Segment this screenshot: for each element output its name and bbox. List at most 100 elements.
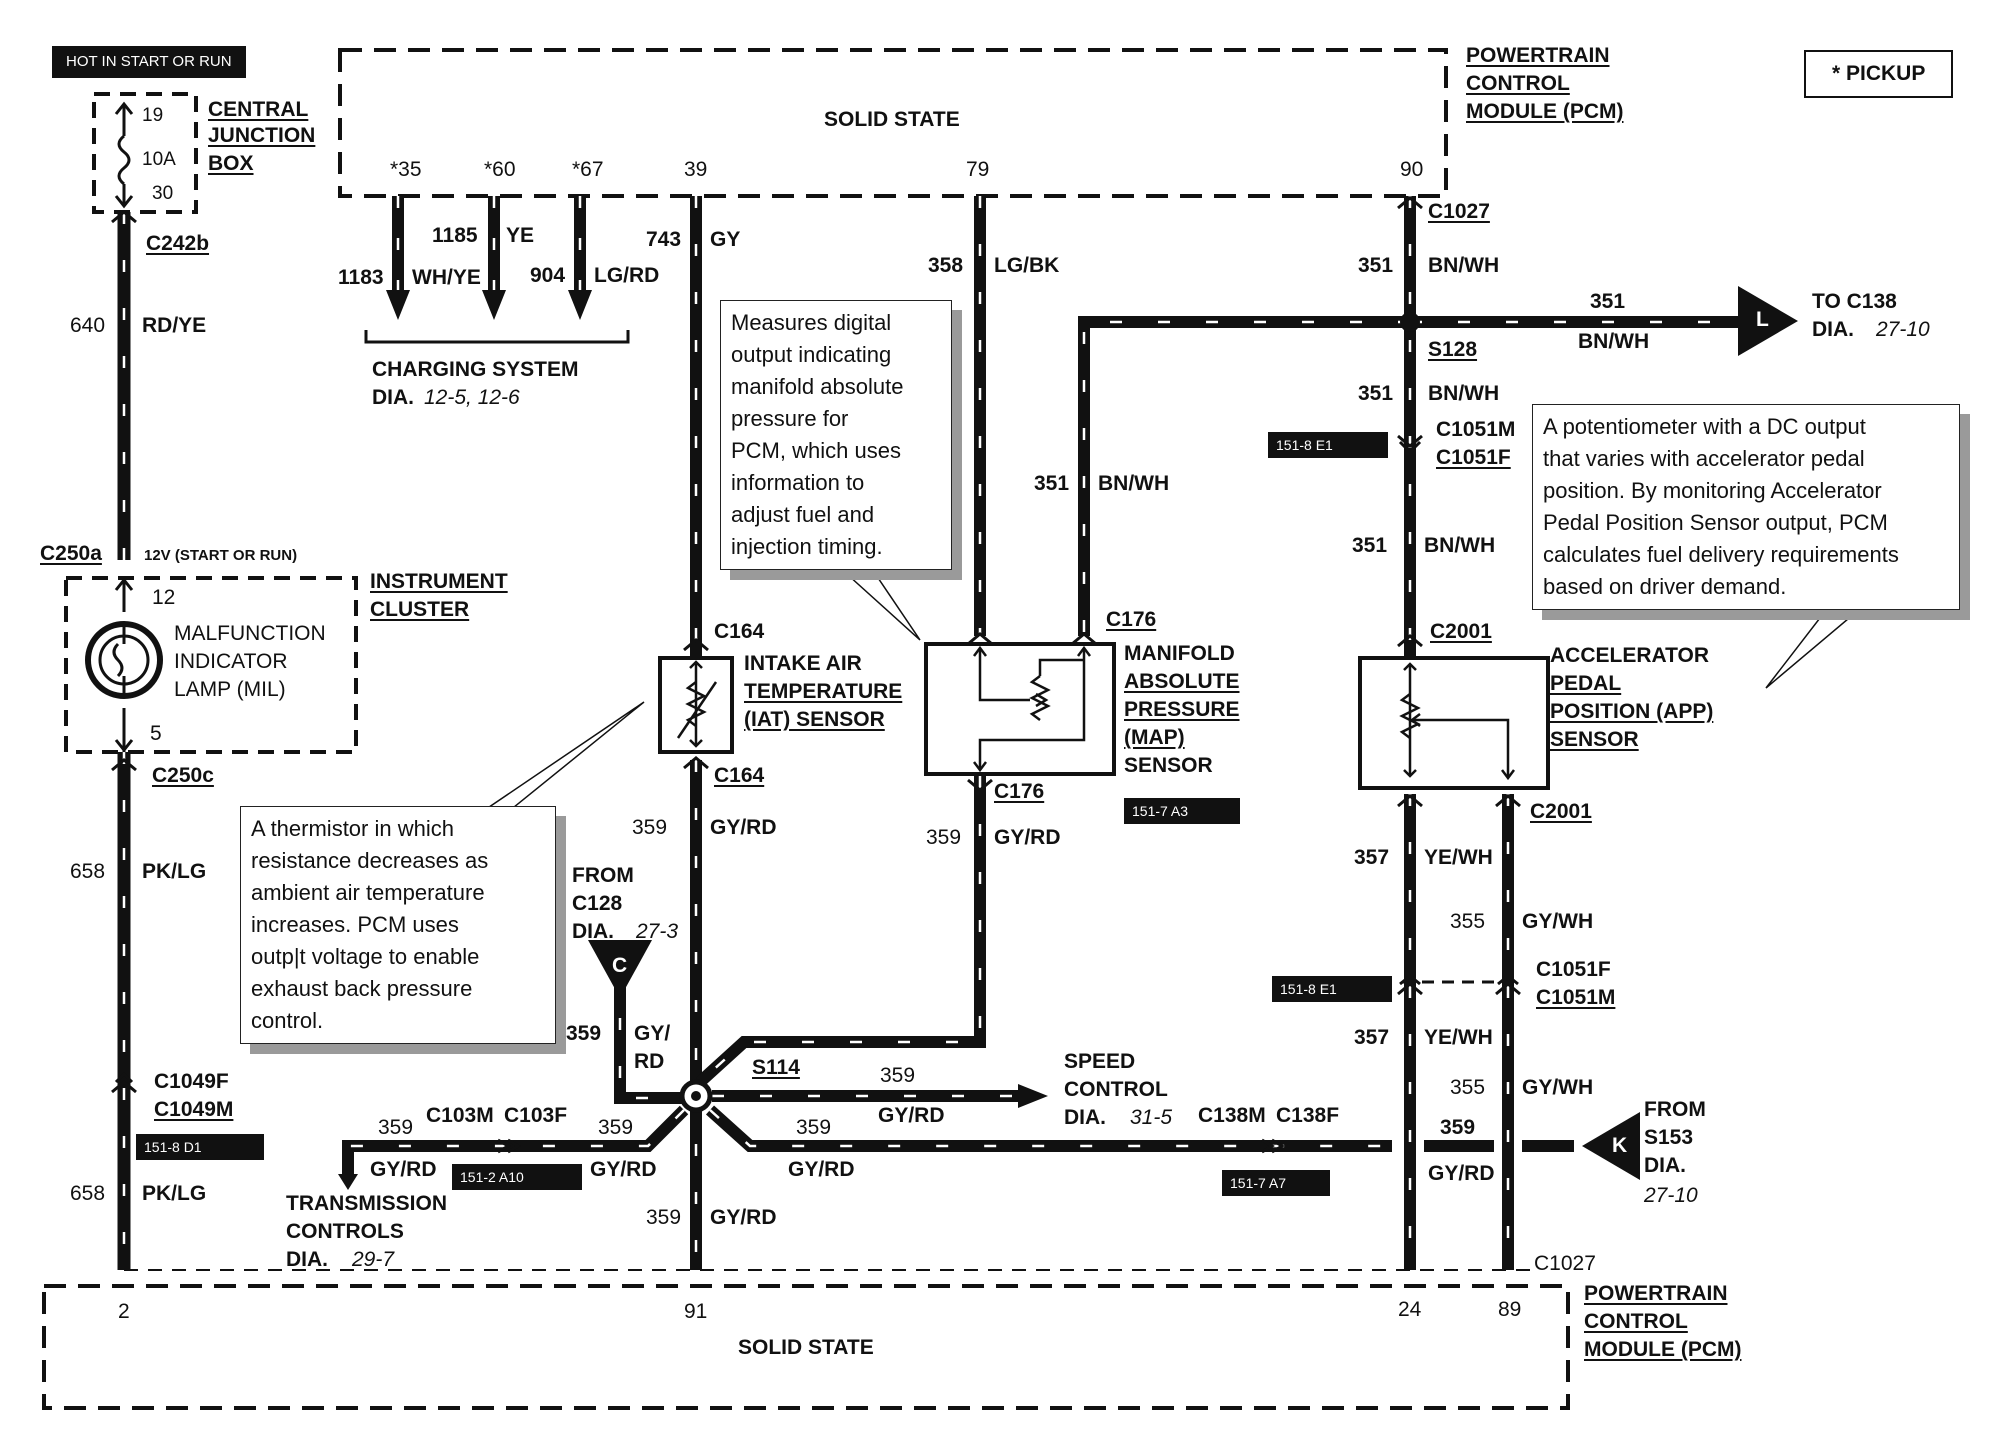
c138-location: 151-7 A7 bbox=[1222, 1170, 1330, 1196]
wire-351-map bbox=[1078, 316, 1410, 636]
to-c138-label: TO C138 bbox=[1812, 290, 1897, 313]
s128: S128 bbox=[1428, 338, 1478, 361]
wire-359-c128-color-1: GY/ bbox=[634, 1022, 671, 1045]
from-c128-label-2: C128 bbox=[572, 892, 623, 915]
splice-s114-core bbox=[691, 1091, 701, 1101]
map-name-5: SENSOR bbox=[1124, 754, 1213, 777]
map-location: 151-7 A3 bbox=[1124, 798, 1240, 824]
cjb-name-3: BOX bbox=[208, 152, 254, 175]
wire-359-right-circuit: 359 bbox=[796, 1116, 832, 1139]
app-c1051f-bottom: C1051F bbox=[1536, 958, 1611, 981]
arrow-1183 bbox=[386, 290, 410, 320]
wire-1183-color: WH/YE bbox=[412, 266, 481, 289]
wire-351-map-color: BN/WH bbox=[1098, 472, 1170, 495]
wire-359-down-circuit: 359 bbox=[646, 1206, 682, 1229]
iat-name-1: INTAKE AIR bbox=[744, 652, 862, 675]
wire-359-right-color: GY/RD bbox=[788, 1158, 855, 1181]
wire-359-trans bbox=[342, 1105, 689, 1178]
pcm-bottom-title: SOLID STATE bbox=[738, 1336, 874, 1359]
connector-k-letter: K bbox=[1612, 1134, 1628, 1157]
wire-359-speed-color: GY/RD bbox=[878, 1104, 945, 1127]
wire-359-c128-circuit: 359 bbox=[566, 1022, 602, 1045]
arrow-speed bbox=[1018, 1084, 1048, 1108]
wire-359-map-color: GY/RD bbox=[994, 826, 1061, 849]
speed-control-dia: DIA. bbox=[1064, 1106, 1106, 1129]
to-c138-page: 27-10 bbox=[1876, 318, 1930, 341]
pcm-bottom-name-2: CONTROL bbox=[1584, 1310, 1688, 1333]
wire-1185-circuit: 1185 bbox=[432, 224, 478, 247]
wire-359-trans-color: GY/RD bbox=[370, 1158, 437, 1181]
wire-359-trans-circuit: 359 bbox=[378, 1116, 414, 1139]
pickup-legend: * PICKUP bbox=[1804, 50, 1954, 98]
wire-357-b-circuit: 357 bbox=[1354, 1026, 1390, 1049]
c1049m: C1049M bbox=[154, 1098, 234, 1121]
wire-355-a-color: GY/WH bbox=[1522, 910, 1594, 933]
app-location-bottom: 151-8 E1 bbox=[1272, 976, 1392, 1002]
instrument-cluster-box bbox=[64, 576, 358, 754]
app-name-1: ACCELERATOR bbox=[1550, 644, 1710, 667]
connector-k bbox=[1582, 1112, 1640, 1180]
cjb-box bbox=[92, 92, 198, 214]
wire-640-color: RD/YE bbox=[142, 314, 207, 337]
pcm-bottom-pin-89: 89 bbox=[1498, 1298, 1522, 1321]
pcm-top-name-3: MODULE (PCM) bbox=[1466, 100, 1624, 123]
trans-controls-2: CONTROLS bbox=[286, 1220, 404, 1243]
app-c1051f-top: C1051F bbox=[1436, 446, 1511, 469]
iat-c164-bottom: C164 bbox=[714, 764, 765, 787]
arrow-904 bbox=[568, 290, 592, 320]
pcm-bottom-pin-2: 2 bbox=[118, 1300, 130, 1323]
charging-ref-pages: 12-5, 12-6 bbox=[424, 386, 520, 409]
c1049f: C1049F bbox=[154, 1070, 229, 1093]
speed-control-1: SPEED bbox=[1064, 1050, 1136, 1073]
pcm-bottom-name-3: MODULE (PCM) bbox=[1584, 1338, 1742, 1361]
wire-357-a-circuit: 357 bbox=[1354, 846, 1390, 869]
pcm-bottom-name-1: POWERTRAIN bbox=[1584, 1282, 1728, 1305]
wire-357-a-color: YE/WH bbox=[1424, 846, 1493, 869]
mil-lamp bbox=[85, 577, 163, 753]
c242b: C242b bbox=[146, 232, 210, 255]
mil-pin-12: 12 bbox=[152, 586, 176, 609]
charging-brace bbox=[364, 330, 630, 344]
c250c: C250c bbox=[152, 764, 214, 787]
c138f: C138F bbox=[1276, 1104, 1340, 1127]
cjb-name-1: CENTRAL bbox=[208, 98, 309, 121]
mil-name-1: MALFUNCTION bbox=[174, 622, 326, 645]
cjb-pin-30: 30 bbox=[152, 183, 174, 204]
cjb-fuse-10a: 10A bbox=[142, 149, 176, 170]
wire-359-iat-color: GY/RD bbox=[710, 816, 777, 839]
wire-357-b-color: YE/WH bbox=[1424, 1026, 1493, 1049]
wire-351-c138-circuit: 351 bbox=[1590, 290, 1626, 313]
pcm-top-box bbox=[338, 48, 1448, 198]
iat-name-2: TEMPERATURE bbox=[744, 680, 903, 703]
connector-l-letter: L bbox=[1756, 308, 1769, 331]
connector-c bbox=[588, 940, 652, 998]
wire-351-3-color: BN/WH bbox=[1424, 534, 1496, 557]
speed-control-page: 31-5 bbox=[1130, 1106, 1173, 1129]
trans-controls-page: 29-7 bbox=[352, 1248, 395, 1271]
pcm-top-pin-39: 39 bbox=[684, 158, 708, 181]
wire-904-circuit: 904 bbox=[530, 264, 566, 287]
app-name-2: PEDAL bbox=[1550, 672, 1622, 695]
map-c176-bottom: C176 bbox=[994, 780, 1045, 803]
wire-359-down-color: GY/RD bbox=[710, 1206, 777, 1229]
to-c138-dia: DIA. bbox=[1812, 318, 1854, 341]
map-name-3: PRESSURE bbox=[1124, 698, 1240, 721]
wire-743-color: GY bbox=[710, 228, 741, 251]
connector-l bbox=[1738, 286, 1798, 356]
from-c128-page: 27-3 bbox=[636, 920, 679, 943]
wire-904-color: LG/RD bbox=[594, 264, 660, 287]
app-note: A potentiometer with a DC output that va… bbox=[1532, 404, 1960, 610]
trans-controls-1: TRANSMISSION bbox=[286, 1192, 448, 1215]
wire-355-a-circuit: 355 bbox=[1450, 910, 1486, 933]
wire-658-circuit-1: 658 bbox=[70, 860, 106, 883]
mil-pin-5: 5 bbox=[150, 722, 162, 745]
mil-name-3: LAMP (MIL) bbox=[174, 678, 286, 701]
charging-ref-dia: DIA. bbox=[372, 386, 414, 409]
wire-359-map bbox=[695, 776, 986, 1087]
wire-351-3-circuit: 351 bbox=[1352, 534, 1388, 557]
map-sensor-symbol bbox=[924, 642, 1116, 776]
cluster-name-1: INSTRUMENT bbox=[370, 570, 508, 593]
app-name-4: SENSOR bbox=[1550, 728, 1639, 751]
wire-351-1-color: BN/WH bbox=[1428, 254, 1500, 277]
